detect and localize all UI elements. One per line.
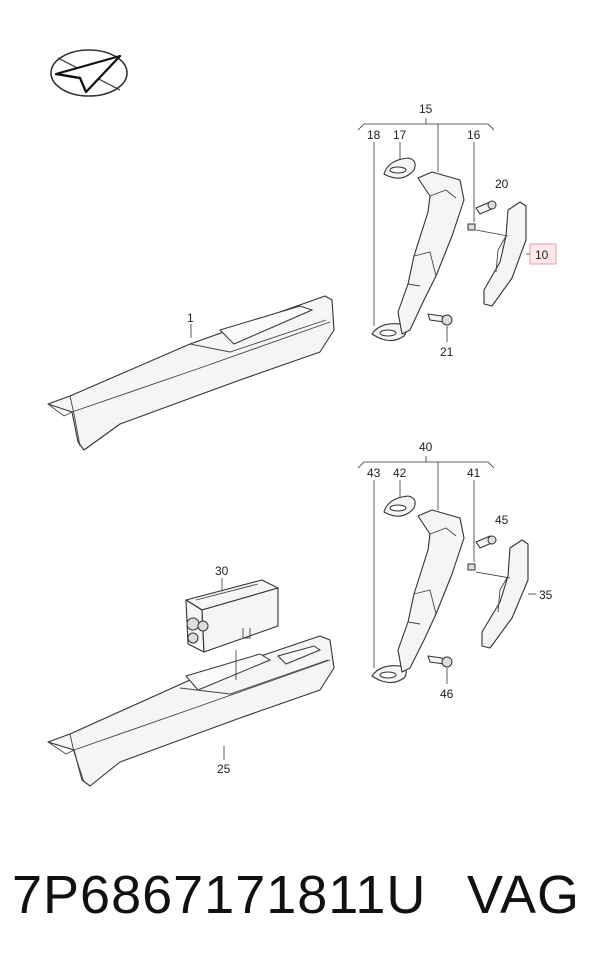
callout-15: 15 xyxy=(419,102,433,116)
callout-30: 30 xyxy=(215,564,229,578)
callout-42: 42 xyxy=(393,466,407,480)
callout-17: 17 xyxy=(393,128,407,142)
callout-41: 41 xyxy=(467,466,481,480)
callout-40: 40 xyxy=(419,440,433,454)
part-number-label: 7P6867171811U xyxy=(12,865,427,925)
callout-18: 18 xyxy=(367,128,381,142)
callout-1: 1 xyxy=(187,311,194,325)
callout-20: 20 xyxy=(495,177,509,191)
callout-25: 25 xyxy=(217,762,231,776)
callout-21: 21 xyxy=(440,345,454,359)
armrest-trim-part-1 xyxy=(47,295,335,451)
armrest-trim-part-25 xyxy=(47,635,335,787)
brand-label: VAG xyxy=(467,865,581,925)
callout-45: 45 xyxy=(495,513,509,527)
callout-10: 10 xyxy=(535,248,549,262)
bracket-assembly-group-40 xyxy=(357,456,536,684)
callout-35: 35 xyxy=(539,588,553,602)
callout-46: 46 xyxy=(440,687,454,701)
logo-icon xyxy=(50,49,128,97)
callout-16: 16 xyxy=(467,128,481,142)
bracket-assembly-group-15 xyxy=(357,118,532,342)
footer: 7P6867171811U VAG xyxy=(0,860,600,960)
callout-43: 43 xyxy=(367,466,381,480)
highlight-box-callout-10 xyxy=(529,243,557,265)
switch-module-part-30 xyxy=(185,579,279,680)
